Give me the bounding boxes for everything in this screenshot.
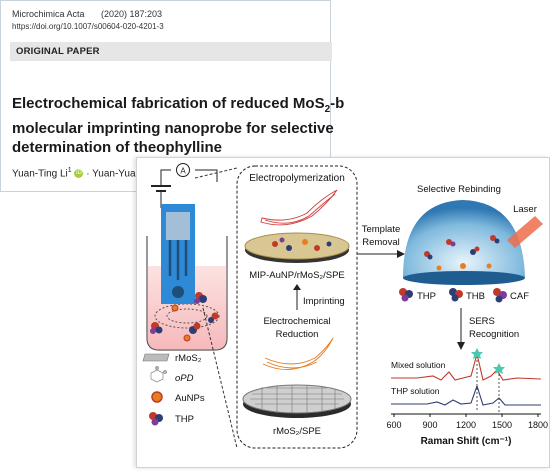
cv-curve-bottom (262, 337, 334, 370)
legend: rMoS₂ oPD AuNPs THP (142, 353, 205, 426)
mip-electrode-label: MIP-AuNP/rMoS₂/SPE (249, 270, 345, 281)
orcid-icon[interactable]: iD (74, 169, 84, 179)
legend-label: THP (175, 414, 194, 425)
article-type: ORIGINAL PAPER (16, 46, 100, 57)
reduction-label-line2: Reduction (276, 329, 319, 340)
electropolymerization-label: Electropolymerization (249, 173, 345, 184)
x-tick-label: 1800 (528, 420, 548, 430)
paper-title: Electrochemical fabrication of reduced M… (12, 94, 344, 157)
x-tick-label: 600 (386, 420, 401, 430)
title-subscript: 2 (324, 104, 331, 115)
analyte-icons (399, 288, 507, 303)
author-name[interactable]: Yuan-Ting Li (12, 168, 68, 180)
beaker (146, 236, 228, 351)
title-line-1-end: -b (330, 95, 345, 112)
doi-link[interactable]: https://doi.org/10.1007/s00604-020-4201-… (12, 22, 164, 31)
title-line-1: Electrochemical fabrication of reduced M… (12, 95, 325, 112)
cv-curve-top (260, 189, 338, 226)
removal-label: Removal (362, 237, 400, 248)
spectrum-label-mixed: Mixed solution (391, 360, 446, 370)
spectrum-mixed (391, 353, 542, 381)
opd-molecule-icon (150, 366, 167, 383)
star-icon (493, 363, 505, 374)
analyte-thb: THB (466, 291, 485, 302)
dome-molecules (424, 235, 500, 271)
mip-electrode (244, 232, 350, 263)
x-tick-label: 1200 (456, 420, 476, 430)
journal-volume: (2020) 187:203 (101, 9, 163, 19)
article-type-band: ORIGINAL PAPER (10, 42, 332, 61)
dome-base (403, 271, 525, 285)
sers-label: SERS (469, 316, 495, 327)
author-list: Yuan-Ting Li1 iD · Yuan-Yuan (12, 167, 141, 179)
journal-name: Microchimica Acta (12, 9, 85, 19)
title-line-3: determination of theophylline (12, 139, 223, 156)
legend-label: AuNPs (175, 393, 205, 404)
thp-molecule-icon (149, 412, 163, 426)
analyte-caf: CAF (510, 291, 529, 302)
paper-header: Microchimica Acta (2020) 187:203 https:/… (0, 0, 344, 192)
title-line-2: molecular imprinting nanoprobe for selec… (12, 120, 334, 137)
graphical-abstract-svg: A Electropolymerization MIP-AuNP/rMoS₂/S… (142, 163, 548, 449)
spectrum-label-thp: THP solution (391, 386, 440, 396)
x-tick-label: 1500 (492, 420, 512, 430)
rmos2-sheet-icon (142, 353, 170, 362)
laser-beam (507, 216, 543, 248)
sers-dome (403, 200, 525, 278)
x-axis-label: Raman Shift (cm⁻¹) (421, 436, 512, 447)
process-inset (236, 165, 358, 449)
rmos2-electrode-label: rMoS₂/SPE (273, 426, 321, 437)
peak-markers (476, 356, 500, 412)
aunp-icon (151, 391, 163, 403)
screen-printed-electrode (161, 204, 195, 304)
star-icon (471, 348, 483, 359)
reduction-label-line1: Electrochemical (263, 316, 330, 327)
author-affiliation: 1 (67, 167, 72, 174)
laser-label: Laser (513, 204, 537, 215)
rebinding-label: Selective Rebinding (417, 184, 501, 195)
legend-label: rMoS₂ (175, 353, 202, 364)
x-ticks (393, 414, 539, 417)
legend-label: oPD (175, 373, 194, 384)
circuit (151, 169, 218, 208)
zoom-lines (194, 167, 238, 449)
analyte-thp: THP (417, 291, 436, 302)
imprinting-label: Imprinting (303, 296, 345, 307)
rmos2-electrode (242, 384, 352, 418)
template-label: Template (362, 224, 401, 235)
x-tick-label: 900 (422, 420, 437, 430)
recognition-label: Recognition (469, 329, 519, 340)
ammeter-label: A (180, 167, 186, 176)
molecule-clusters (150, 292, 219, 342)
graphical-abstract: A Electropolymerization MIP-AuNP/rMoS₂/S… (136, 157, 550, 468)
author-separator: · Yuan-Yuan (83, 168, 142, 180)
ammeter-icon (176, 163, 190, 177)
